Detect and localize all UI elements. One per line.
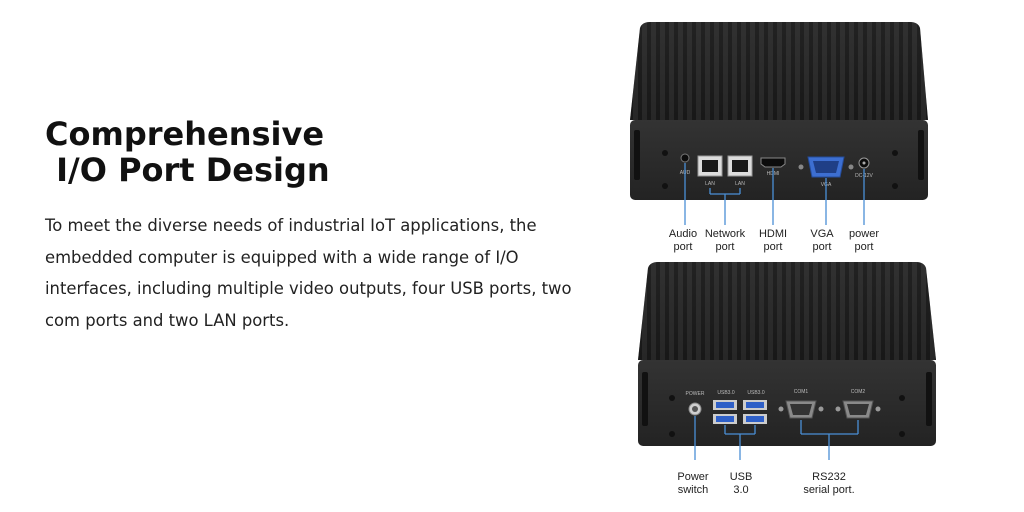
bottom-leader-lines [694,416,859,460]
callout-hdmi-port: HDMI port [758,228,788,253]
power-button: POWER [686,391,705,416]
callout-network-port: Network port [704,228,746,253]
callout-vga-port: VGA port [810,228,834,253]
description-paragraph: To meet the diverse needs of industrial … [45,216,572,330]
com2-silkscreen: COM2 [851,389,866,395]
top-leader-lines [684,163,865,225]
lan1-silkscreen: LAN [705,181,715,187]
product-figure: AUD LAN LAN HDMI VGA DC-12V [620,20,950,505]
callout-audio-port: Audio port [668,228,698,253]
text-block: Comprehensive I/O Port Design To meet th… [45,116,605,336]
usb-ports-right: USB3.0 [743,390,767,424]
lan-port-2: LAN [727,155,753,187]
title-line-2: I/O Port Design [45,151,330,189]
com-port-1: COM1 [778,389,824,419]
com1-silkscreen: COM1 [794,389,809,395]
callout-power-switch: Power switch [677,471,709,496]
page-title: Comprehensive I/O Port Design [45,116,605,188]
usb1-silkscreen: USB3.0 [717,390,734,396]
callout-power-port: power port [849,228,879,253]
callout-rs232-serial-port: RS232 serial port. [803,471,855,496]
lan2-silkscreen: LAN [735,181,745,187]
lan-port-1: LAN [697,155,723,187]
product-illustration: AUD LAN LAN HDMI VGA DC-12V [630,22,936,460]
power-button-silkscreen: POWER [686,391,705,397]
com-port-2: COM2 [835,389,881,419]
callout-usb: USB 3.0 [729,471,753,496]
title-line-1: Comprehensive [45,115,325,153]
bottom-unit-chassis [638,262,936,446]
top-unit-chassis [630,22,928,200]
usb2-silkscreen: USB3.0 [747,390,764,396]
usb-ports-left: USB3.0 [713,390,737,424]
